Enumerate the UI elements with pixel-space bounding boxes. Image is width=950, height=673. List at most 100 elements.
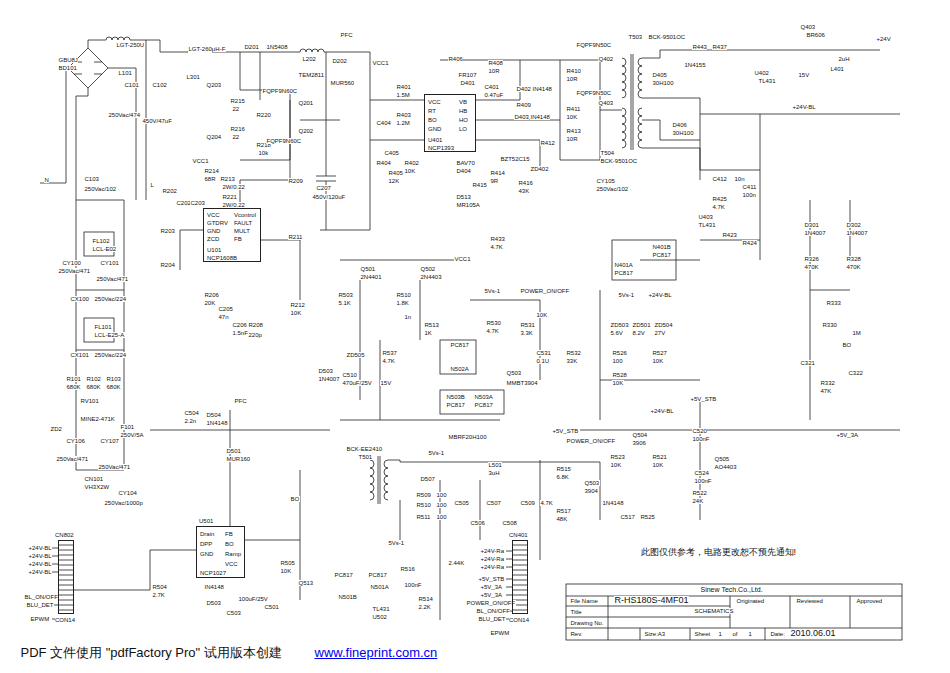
pin-name: VCC	[225, 561, 238, 567]
part-label: 250Vac/471	[98, 464, 131, 470]
part-label: 1.8K	[396, 300, 409, 306]
part-label: +5V_3A	[480, 584, 503, 590]
part-label: 10K	[404, 168, 416, 174]
part-label: VH3X2W	[84, 484, 110, 490]
part-label: D507	[420, 476, 435, 482]
part-label: of	[732, 631, 738, 637]
ic-name: CON14	[509, 617, 529, 623]
part-label: Q502	[420, 266, 436, 272]
part-label: 250V/5A	[120, 432, 144, 438]
part-label: N502A	[450, 366, 469, 372]
part-label: L501	[488, 462, 502, 468]
part-label: R401	[396, 84, 411, 90]
ic-name: U101	[207, 247, 221, 253]
part-label: R220	[256, 112, 271, 118]
part-label: 10R	[488, 68, 500, 74]
part-label: T503	[628, 34, 643, 40]
part-label: 2W/0.22	[222, 184, 245, 190]
part-label: R503	[338, 292, 353, 298]
part-label: 1N4007	[846, 230, 868, 236]
part-label: R414	[490, 170, 505, 176]
part-label: 5Vs-1	[618, 292, 635, 298]
part-label: BCK-9501OC	[648, 34, 686, 40]
part-label: TL431	[372, 606, 390, 612]
part-label: 10k	[258, 150, 269, 156]
part-label: BL_ON/OFF	[476, 608, 510, 614]
part-label: 10K	[652, 462, 664, 468]
part-label: Q501	[360, 266, 376, 272]
part-label: R523	[610, 454, 625, 460]
part-label: 1N4148	[206, 420, 228, 426]
part-label: 30H100	[652, 80, 674, 86]
part-label: SCHEMATICS	[694, 608, 734, 614]
part-label: CY100	[62, 260, 81, 266]
wire	[88, 40, 106, 48]
pin-name: VCC	[428, 99, 441, 105]
part-label: Originated	[736, 598, 765, 604]
part-label: 250Vac/102	[84, 186, 117, 192]
part-label: CY104	[118, 490, 137, 496]
part-label: R526	[612, 350, 627, 356]
part-label: PC817	[450, 342, 469, 348]
part-label: R215	[230, 98, 245, 104]
part-label: 470uF/25V	[342, 380, 372, 386]
part-label: 30H100	[672, 130, 694, 136]
transformer-winding	[622, 58, 626, 98]
part-label: BAV70	[456, 160, 475, 166]
part-label: 10R	[566, 76, 578, 82]
part-label: FQPF9N50C	[576, 42, 612, 48]
part-label: ZD2	[50, 426, 62, 432]
transformer-core	[631, 54, 633, 150]
part-label: Sinew Tech.Co.,Ltd.	[700, 586, 763, 593]
part-label: 1K	[424, 330, 432, 336]
part-label: 24K	[692, 498, 704, 504]
part-label: 68R	[204, 176, 216, 182]
part-label: C103	[84, 176, 99, 182]
part-label: 1N5408	[266, 44, 288, 50]
transformer-winding	[638, 58, 642, 98]
part-label: Q202	[298, 128, 314, 134]
part-label: R332	[820, 380, 835, 386]
part-label: 100nF	[694, 478, 712, 484]
part-label: R530	[486, 320, 501, 326]
part-label: R517	[556, 508, 571, 514]
part-label: FL101	[94, 324, 112, 330]
pin-name: GTDRV	[207, 220, 228, 226]
part-label: BZT52C15	[500, 156, 530, 162]
part-label: MBRF20H100	[448, 434, 487, 440]
part-label: BD101	[58, 65, 77, 71]
part-label: POWER_ON/OFF	[520, 288, 570, 294]
part-label: C322	[848, 370, 863, 376]
part-label: 2N4403	[420, 274, 442, 280]
wire	[640, 114, 760, 260]
part-label: 2.2n	[184, 418, 197, 424]
inductor-symbol	[106, 37, 130, 40]
part-label: +5V_3A	[836, 432, 859, 438]
ic-name: NCP1608B	[207, 255, 237, 261]
part-label: VCC1	[372, 60, 389, 66]
part-label: ZD505	[346, 352, 365, 358]
part-label: +5V_STB	[552, 428, 579, 434]
connector-box: CN802CON14	[58, 540, 74, 614]
part-label: R515	[556, 466, 571, 472]
part-label: C520	[692, 428, 707, 434]
part-label: BLU_DET	[478, 616, 506, 622]
part-label: N	[44, 177, 49, 183]
transformer-winding	[384, 460, 388, 500]
part-label: VCC1	[454, 256, 471, 262]
part-label: LGT-260μH-F	[188, 46, 226, 52]
pin-name: GND	[207, 228, 220, 234]
part-label: R521	[652, 454, 667, 460]
part-label: FQPF9N60C	[266, 138, 302, 144]
part-label: 10K	[536, 312, 548, 318]
ic-name: CN401	[509, 532, 528, 538]
part-label: CY107	[100, 438, 119, 444]
part-label: N503A	[474, 394, 493, 400]
part-label: +24V	[876, 36, 891, 42]
part-label: CX101	[70, 352, 89, 358]
part-label: +24V-BL	[28, 553, 52, 559]
part-label: D202	[332, 58, 347, 64]
part-label: 10K	[566, 114, 578, 120]
wire	[642, 50, 900, 170]
part-label: R209	[288, 178, 303, 184]
